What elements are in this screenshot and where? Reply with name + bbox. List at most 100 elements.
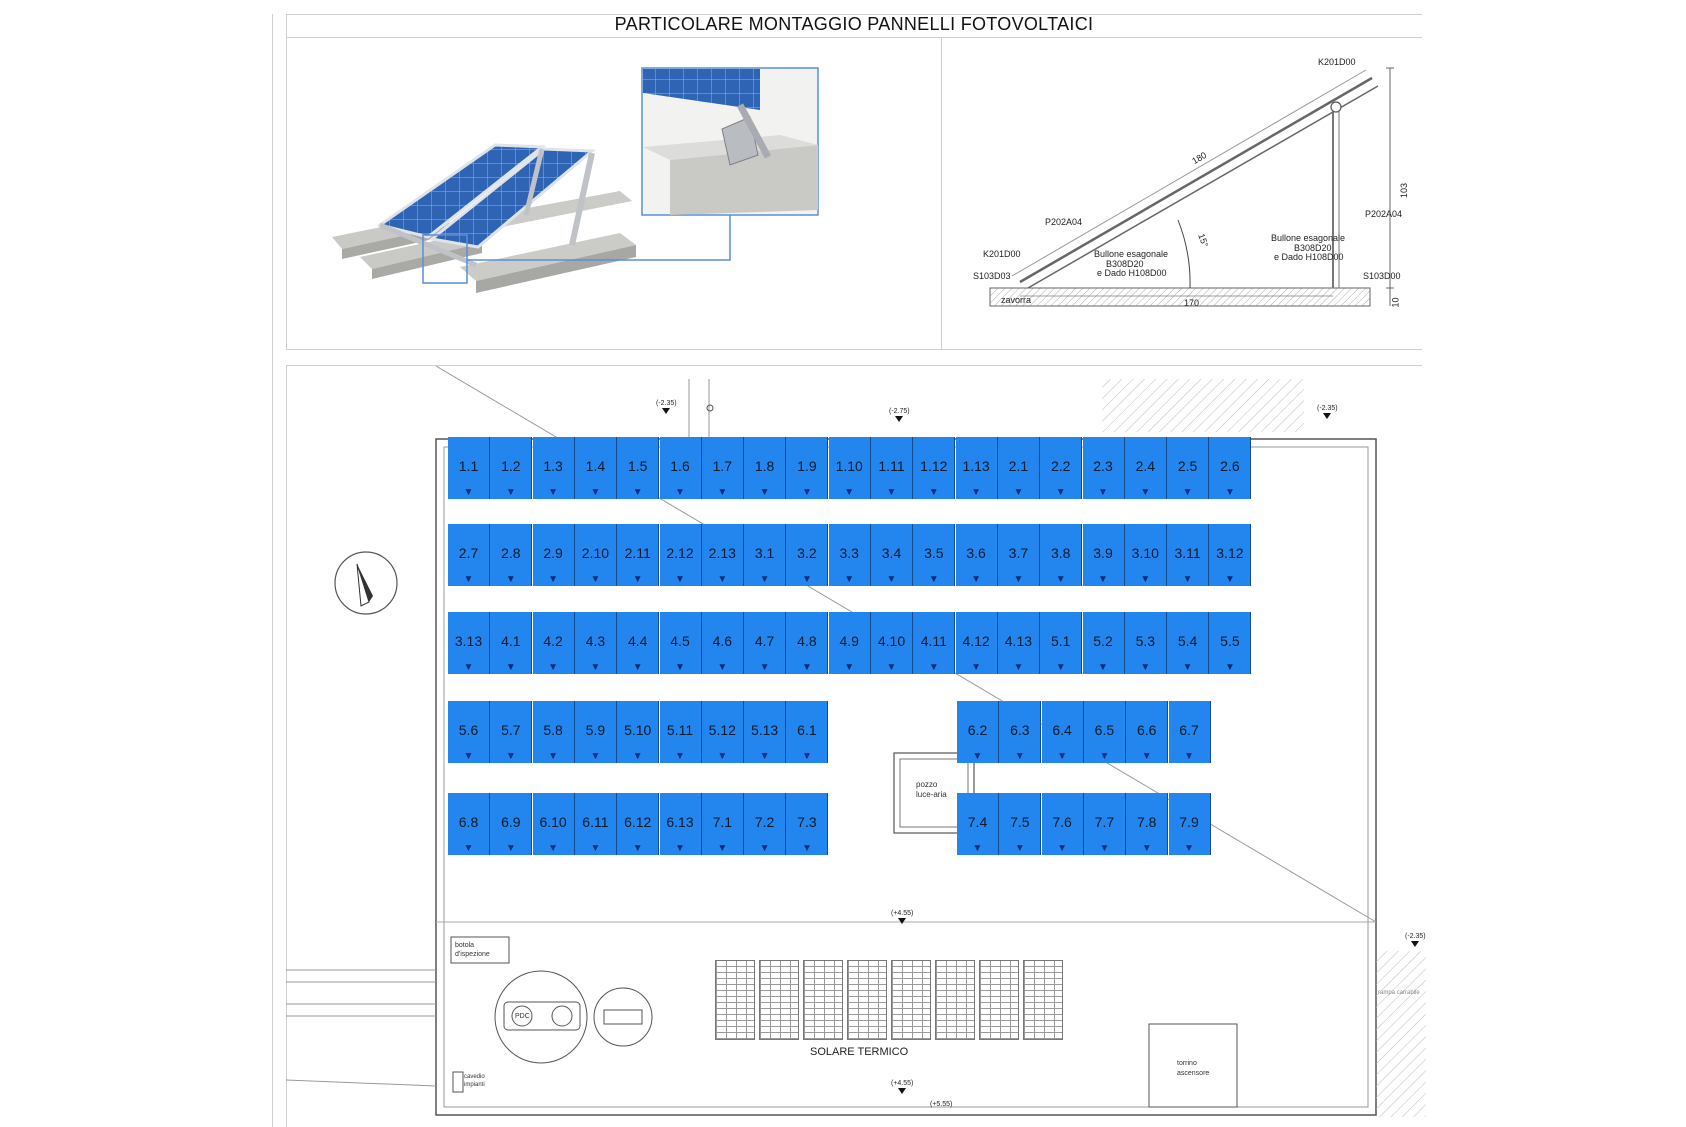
pv-panel: 5.7▼	[490, 701, 533, 763]
tilt-direction-icon: ▼	[759, 751, 770, 762]
tilt-direction-icon: ▼	[1224, 487, 1235, 498]
tilt-direction-icon: ▼	[1184, 843, 1194, 854]
pv-panel-label: 6.8	[458, 814, 479, 830]
tilt-direction-icon: ▼	[1099, 843, 1110, 854]
tilt-direction-icon: ▼	[1013, 574, 1024, 585]
pv-panel-label: 4.2	[543, 633, 563, 649]
pv-panel: 6.10▼	[532, 793, 575, 855]
tilt-direction-icon: ▼	[590, 574, 601, 585]
tilt-direction-icon: ▼	[548, 662, 559, 673]
pv-panel: 5.11▼	[659, 701, 702, 763]
pv-panel: 6.5▼	[1083, 701, 1126, 763]
pv-panel-label: 6.10	[539, 814, 567, 830]
pv-panel-label: 3.7	[1008, 545, 1029, 561]
label-right-foot: S103D00	[1363, 271, 1401, 281]
level-marker-2: (-2.75)	[889, 408, 910, 422]
pv-panel: 2.10▼	[574, 524, 617, 586]
level-triangle-icon	[1323, 413, 1332, 419]
pv-panel: 3.9▼	[1082, 524, 1125, 586]
pv-panel: 7.9▼	[1168, 793, 1211, 855]
pv-panel: 4.8▼	[786, 612, 829, 674]
pv-panel-label: 4.5	[670, 633, 690, 649]
pv-panel-label: 6.11	[582, 814, 609, 830]
pv-panel-label: 7.7	[1094, 814, 1115, 830]
tilt-direction-icon: ▼	[548, 487, 559, 498]
tilt-direction-icon: ▼	[1141, 843, 1152, 854]
tilt-direction-icon: ▼	[632, 662, 643, 673]
pv-panel-label: 5.12	[708, 722, 736, 738]
pv-panel-label: 2.4	[1135, 458, 1156, 474]
pv-panel: 4.12▼	[955, 612, 998, 674]
pv-panel: 3.8▼	[1040, 524, 1083, 586]
tilt-direction-icon: ▼	[1098, 487, 1108, 498]
left-margin-line	[272, 14, 273, 1127]
pv-panel-label: 3.6	[966, 545, 986, 561]
solar-thermal-collector	[759, 960, 799, 1040]
north-arrow-icon	[334, 551, 398, 615]
level-triangle-icon	[898, 1088, 907, 1094]
pv-panel: 2.12▼	[659, 524, 702, 586]
pv-panel-label: 4.7	[754, 633, 775, 649]
pv-panel: 3.13▼	[448, 612, 490, 674]
tilt-direction-icon: ▼	[1140, 487, 1151, 498]
pv-panel: 4.2 ▼	[532, 612, 575, 674]
label-left-clamp: K201D00	[983, 249, 1021, 259]
tilt-direction-icon: ▼	[505, 662, 516, 673]
label-bolt-left-1: Bullone esagonale	[1094, 249, 1169, 259]
pv-panel: 5.12▼	[701, 701, 744, 763]
tilt-direction-icon: ▼	[928, 662, 939, 673]
label-left-foot: S103D03	[973, 271, 1011, 281]
tilt-direction-icon: ▼	[886, 487, 897, 498]
tilt-direction-icon: ▼	[590, 487, 601, 498]
pv-panel-label: 5.6	[458, 722, 479, 738]
tilt-direction-icon: ▼	[463, 751, 474, 762]
tilt-direction-icon: ▼	[1013, 662, 1024, 673]
pv-panel-label: 1.5	[627, 458, 648, 474]
tilt-direction-icon: ▼	[928, 487, 939, 498]
pv-panel-label: 5.8	[543, 722, 563, 738]
pv-panel: 4.4▼	[617, 612, 660, 674]
level-marker-4: (+4.55)	[891, 910, 913, 924]
pv-panel: 7.2▼	[744, 793, 787, 855]
solar-thermal-collector	[979, 960, 1019, 1040]
drawing-title: PARTICOLARE MONTAGGIO PANNELLI FOTOVOLTA…	[614, 14, 1094, 34]
pv-panel: 1.10▼	[828, 437, 871, 499]
pv-panel-label: 3.4	[881, 545, 902, 561]
pv-panel: 1.9▼	[786, 437, 829, 499]
cable-duct	[452, 1071, 464, 1093]
plan-top-line	[286, 365, 1422, 366]
tilt-direction-icon: ▼	[1184, 751, 1194, 762]
pv-panel-label: 2.1	[1008, 458, 1029, 474]
tilt-direction-icon: ▼	[844, 662, 855, 673]
tilt-direction-icon: ▼	[759, 574, 770, 585]
pv-panel-label: 3.11	[1174, 545, 1201, 561]
pv-panel: 4.7 ▼	[744, 612, 787, 674]
tilt-direction-icon: ▼	[675, 487, 685, 498]
pv-panel: 5.6 ▼	[448, 701, 490, 763]
tilt-direction-icon: ▼	[505, 751, 516, 762]
tilt-direction-icon: ▼	[1014, 751, 1025, 762]
pv-panel: 1.1▼	[448, 437, 490, 499]
tilt-direction-icon: ▼	[1014, 843, 1025, 854]
pv-panel: 1.11▼	[871, 437, 913, 499]
pv-panel: 2.1▼	[997, 437, 1040, 499]
solar-thermal-collector	[847, 960, 887, 1040]
pv-panel: 6.11▼	[574, 793, 617, 855]
pv-panel: 2.3▼	[1082, 437, 1125, 499]
label-ballast: zavorra	[1001, 295, 1032, 305]
tilt-direction-icon: ▼	[759, 487, 770, 498]
pv-panel: 6.1▼	[786, 701, 829, 763]
tilt-direction-icon: ▼	[801, 843, 812, 854]
label-bolt-right-3: e Dado H108D00	[1274, 252, 1344, 262]
pv-panel: 6.8▼	[448, 793, 490, 855]
label-height: 103	[1399, 182, 1410, 199]
pv-panel-label: 7.2	[754, 814, 775, 830]
pv-panel-label: 1.3	[543, 458, 563, 474]
tilt-direction-icon: ▼	[675, 751, 685, 762]
detail-bottom-line	[286, 349, 1422, 350]
tilt-direction-icon: ▼	[971, 574, 982, 585]
pv-panel: 1.12▼	[913, 437, 956, 499]
title-top-line	[286, 14, 1422, 15]
pv-panel-label: 1.8	[754, 458, 775, 474]
tilt-direction-icon: ▼	[759, 662, 770, 673]
